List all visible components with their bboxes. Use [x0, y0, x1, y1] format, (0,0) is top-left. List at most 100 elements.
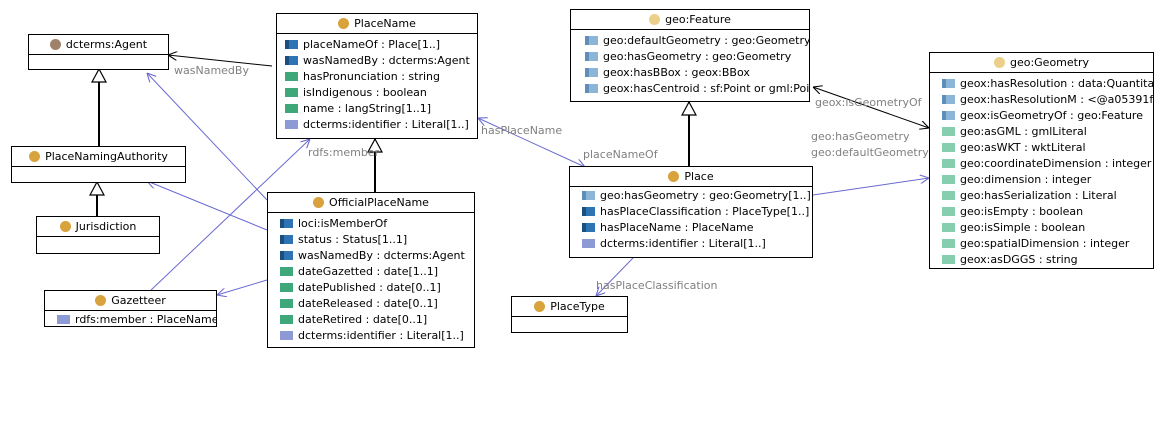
label-defaultgeometry: geo:defaultGeometry [811, 146, 929, 159]
attribute-row[interactable]: dcterms:identifier : Literal[1..] [268, 327, 474, 343]
datatype-property-icon [942, 238, 955, 248]
class-icon [338, 18, 350, 29]
attribute-row[interactable]: datePublished : date[0..1] [268, 279, 474, 295]
attribute-row[interactable]: geo:asWKT : wktLiteral [930, 139, 1153, 155]
class-name: Jurisdiction [75, 220, 137, 233]
attribute-row[interactable]: dcterms:identifier : Literal[1..] [277, 116, 477, 132]
object-property-icon [942, 78, 955, 88]
edge-place-geometry [812, 178, 929, 196]
edge-placename-place [478, 118, 585, 167]
class-name: OfficialPlaceName [329, 196, 429, 209]
class-dcterms-agent[interactable]: dcterms:Agent [28, 34, 169, 70]
attribute-row[interactable]: geo:dimension : integer [930, 171, 1153, 187]
attribute-row[interactable]: hasPlaceClassification : PlaceType[1..] [570, 203, 812, 219]
attribute-row[interactable]: geox:hasCentroid : sf:Point or gml:Point [571, 80, 809, 96]
attribute-row[interactable]: geo:isEmpty : boolean [930, 203, 1153, 219]
class-geo-feature[interactable]: geo:Feature geo:defaultGeometry : geo:Ge… [570, 9, 810, 102]
object-property-icon [280, 234, 293, 244]
datatype-property-icon [942, 158, 955, 168]
datatype-property-icon [942, 206, 955, 216]
label-isgeometryof: geox:isGeometryOf [815, 96, 922, 109]
attribute-row[interactable]: wasNamedBy : dcterms:Agent [268, 247, 474, 263]
annotation-property-icon [280, 330, 293, 340]
attribute-row[interactable]: geox:asDGGS : string [930, 251, 1153, 267]
attribute-row[interactable]: geo:spatialDimension : integer [930, 235, 1153, 251]
object-property-icon [582, 222, 595, 232]
class-name: PlaceType [550, 300, 605, 313]
datatype-property-icon [285, 87, 298, 97]
attribute-row[interactable]: dcterms:identifier : Literal[1..] [570, 235, 812, 251]
datatype-property-icon [280, 282, 293, 292]
datatype-property-icon [942, 190, 955, 200]
edge-official-to-agent [147, 73, 268, 201]
class-geo-geometry[interactable]: geo:Geometry geox:hasResolution : data:Q… [929, 52, 1154, 269]
label-hasplaceclassification: hasPlaceClassification [596, 279, 718, 292]
label-rdfs-member: rdfs:member [308, 146, 380, 159]
datatype-property-icon [280, 314, 293, 324]
class-jurisdiction[interactable]: Jurisdiction [36, 216, 160, 254]
attribute-row[interactable]: geo:hasGeometry : geo:Geometry [571, 48, 809, 64]
class-name: Place [684, 170, 714, 183]
attribute-row[interactable]: dateReleased : date[0..1] [268, 295, 474, 311]
edge-official-to-authority [147, 181, 268, 231]
datatype-property-icon [942, 126, 955, 136]
datatype-property-icon [942, 222, 955, 232]
triangle-placename [366, 137, 384, 153]
attribute-row[interactable]: hasPronunciation : string [277, 68, 477, 84]
object-property-icon [285, 39, 298, 49]
class-place[interactable]: Place geo:hasGeometry : geo:Geometry[1..… [569, 166, 813, 258]
edge-isgeometryof [813, 87, 929, 128]
edge-official-to-gazetteer [217, 279, 268, 295]
class-placenamingauthority[interactable]: PlaceNamingAuthority [11, 146, 186, 183]
class-placetype[interactable]: PlaceType [511, 296, 628, 333]
class-officialplacename[interactable]: OfficialPlaceName loci:isMemberOf status… [267, 192, 475, 348]
attribute-row[interactable]: dateRetired : date[0..1] [268, 311, 474, 327]
annotation-property-icon [57, 314, 70, 324]
class-icon [95, 295, 107, 306]
label-placenameof: placeNameOf [583, 148, 658, 161]
attribute-row[interactable]: name : langString[1..1] [277, 100, 477, 116]
attribute-row[interactable]: geox:hasResolution : data:Quantitative [930, 75, 1153, 91]
attribute-row[interactable]: geo:hasSerialization : Literal [930, 187, 1153, 203]
class-icon [313, 197, 325, 208]
class-icon [668, 171, 680, 182]
attribute-row[interactable]: geo:isSimple : boolean [930, 219, 1153, 235]
object-property-icon [280, 250, 293, 260]
class-placename[interactable]: PlaceName placeNameOf : Place[1..] wasNa… [276, 13, 478, 139]
object-property-icon [942, 94, 955, 104]
attribute-row[interactable]: isIndigenous : boolean [277, 84, 477, 100]
attribute-row[interactable]: geo:hasGeometry : geo:Geometry[1..] [570, 187, 812, 203]
annotation-property-icon [582, 238, 595, 248]
class-icon [993, 57, 1005, 68]
object-property-icon [585, 35, 598, 45]
class-name: dcterms:Agent [65, 38, 148, 51]
class-name: PlaceNamingAuthority [45, 150, 168, 163]
attribute-row[interactable]: loci:isMemberOf [268, 215, 474, 231]
datatype-property-icon [280, 266, 293, 276]
object-property-icon [585, 67, 598, 77]
class-name: geo:Feature [665, 13, 731, 26]
attribute-row[interactable]: geo:defaultGeometry : geo:Geometry [571, 32, 809, 48]
attribute-row[interactable]: dateGazetted : date[1..1] [268, 263, 474, 279]
class-name: Gazetteer [111, 294, 166, 307]
attribute-row[interactable]: geox:hasBBox : geox:BBox [571, 64, 809, 80]
attribute-row[interactable]: geo:coordinateDimension : integer [930, 155, 1153, 171]
attribute-row[interactable]: rdfs:member : PlaceName [45, 311, 216, 327]
attribute-row[interactable]: status : Status[1..1] [268, 231, 474, 247]
attribute-row[interactable]: placeNameOf : Place[1..] [277, 36, 477, 52]
object-property-icon [585, 51, 598, 61]
class-name: PlaceName [354, 17, 416, 30]
attribute-row[interactable]: wasNamedBy : dcterms:Agent [277, 52, 477, 68]
attribute-row[interactable]: geox:hasResolutionM : <@a05391f71 [930, 91, 1153, 107]
label-hasplacename: hasPlaceName [481, 124, 563, 137]
triangle-agent [90, 67, 108, 83]
object-property-icon [285, 55, 298, 65]
attribute-row[interactable]: geox:isGeometryOf : geo:Feature [930, 107, 1153, 123]
attribute-row[interactable]: hasPlaceName : PlaceName [570, 219, 812, 235]
object-property-icon [585, 83, 598, 93]
label-hasgeometry: geo:hasGeometry [811, 130, 910, 143]
attribute-row[interactable]: geo:asGML : gmlLiteral [930, 123, 1153, 139]
triangle-feature [680, 100, 698, 116]
class-icon [59, 221, 71, 232]
class-gazetteer[interactable]: Gazetteer rdfs:member : PlaceName [44, 290, 217, 327]
